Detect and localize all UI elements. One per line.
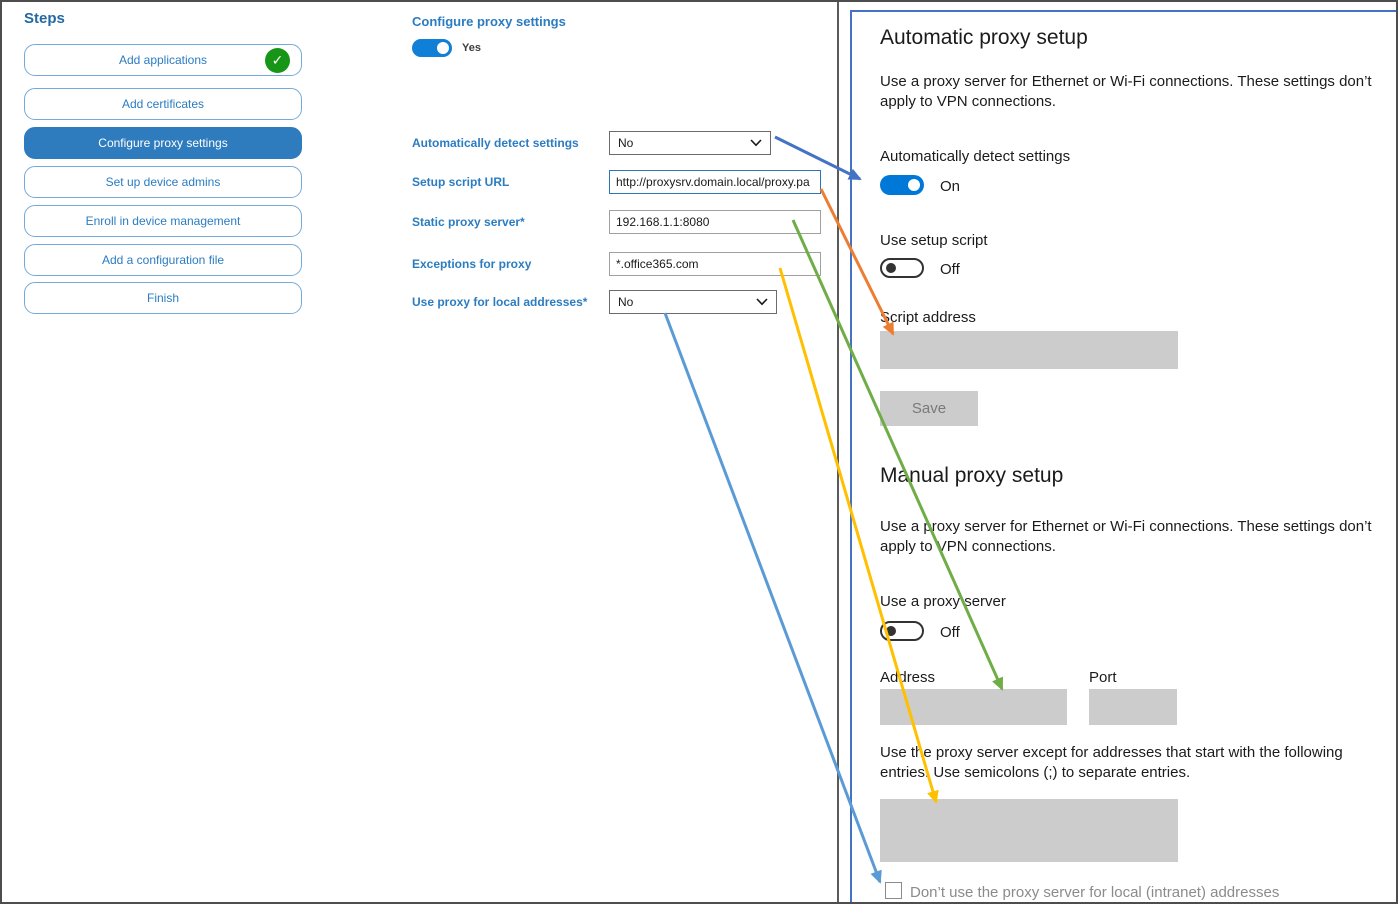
step-set-up-device-admins[interactable]: Set up device admins — [24, 166, 302, 198]
page-title: Configure proxy settings — [412, 14, 566, 29]
use-proxy-local-dropdown[interactable]: No — [609, 290, 777, 314]
arrow-local-addresses-arrow — [663, 312, 882, 884]
use-setup-script-label: Use setup script — [880, 232, 988, 249]
step-finish[interactable]: Finish — [24, 282, 302, 314]
exceptions-for-proxy-input[interactable] — [609, 252, 821, 276]
vertical-divider — [837, 2, 839, 902]
toggle-knob — [886, 626, 896, 636]
use-setup-script-toggle[interactable] — [880, 258, 924, 278]
windows-settings-panel: Automatic proxy setup Use a proxy server… — [850, 10, 1396, 902]
use-proxy-server-toggle[interactable] — [880, 621, 924, 641]
detect-settings-label: Automatically detect settings — [880, 148, 1071, 165]
local-addresses-checkbox-label: Don’t use the proxy server for local (in… — [910, 884, 1280, 901]
static-proxy-server-input[interactable] — [609, 210, 821, 234]
use-setup-script-state: Off — [940, 261, 960, 278]
step-enroll-in-device-management[interactable]: Enroll in device management — [24, 205, 302, 237]
step-add-applications[interactable]: Add applications ✓ — [24, 44, 302, 76]
steps-heading: Steps — [24, 10, 65, 27]
local-addresses-checkbox[interactable] — [885, 882, 902, 899]
toggle-knob — [908, 179, 920, 191]
toggle-knob — [437, 42, 449, 54]
manual-proxy-setup-heading: Manual proxy setup — [880, 464, 1064, 487]
step-add-a-configuration-file[interactable]: Add a configuration file — [24, 244, 302, 276]
address-label: Address — [880, 669, 936, 686]
configure-proxy-toggle-label: Yes — [462, 42, 481, 54]
port-input[interactable] — [1089, 689, 1177, 725]
step-label: Set up device admins — [105, 175, 221, 189]
save-button[interactable]: Save — [880, 391, 978, 426]
proxy-exceptions-description: Use the proxy server except for addresse… — [880, 744, 1343, 782]
step-add-certificates[interactable]: Add certificates — [24, 88, 302, 120]
step-label: Finish — [146, 291, 179, 305]
proxy-exceptions-textarea[interactable] — [880, 799, 1178, 862]
use-proxy-server-label: Use a proxy server — [880, 593, 1006, 610]
static-proxy-server-label: Static proxy server* — [412, 215, 525, 229]
auto-detect-dropdown[interactable]: No — [609, 131, 771, 155]
chevron-down-icon — [750, 139, 762, 147]
automatic-proxy-setup-heading: Automatic proxy setup — [880, 26, 1088, 49]
detect-settings-toggle[interactable] — [880, 175, 924, 195]
dropdown-value: No — [618, 136, 634, 150]
dropdown-value: No — [618, 295, 634, 309]
exceptions-for-proxy-label: Exceptions for proxy — [412, 257, 532, 271]
detect-settings-state: On — [940, 178, 961, 195]
use-proxy-server-state: Off — [940, 624, 960, 641]
step-label: Add certificates — [121, 97, 205, 111]
setup-script-url-input[interactable] — [609, 170, 821, 194]
auto-detect-label: Automatically detect settings — [412, 136, 579, 150]
toggle-knob — [886, 263, 896, 273]
automatic-proxy-description: Use a proxy server for Ethernet or Wi-Fi… — [880, 73, 1372, 111]
step-configure-proxy-settings[interactable]: Configure proxy settings — [24, 127, 302, 159]
step-label: Configure proxy settings — [98, 136, 228, 150]
address-input[interactable] — [880, 689, 1067, 725]
use-proxy-local-label: Use proxy for local addresses* — [412, 295, 588, 309]
chevron-down-icon — [756, 298, 768, 306]
setup-script-url-label: Setup script URL — [412, 175, 510, 189]
manual-proxy-description: Use a proxy server for Ethernet or Wi-Fi… — [880, 518, 1372, 556]
step-label: Enroll in device management — [85, 214, 241, 228]
script-address-label: Script address — [880, 309, 976, 326]
step-label: Add applications — [118, 53, 208, 67]
configure-proxy-toggle[interactable] — [412, 39, 452, 57]
check-circle-icon: ✓ — [265, 48, 290, 73]
step-label: Add a configuration file — [101, 253, 225, 267]
script-address-input[interactable] — [880, 331, 1178, 369]
port-label: Port — [1089, 669, 1117, 686]
